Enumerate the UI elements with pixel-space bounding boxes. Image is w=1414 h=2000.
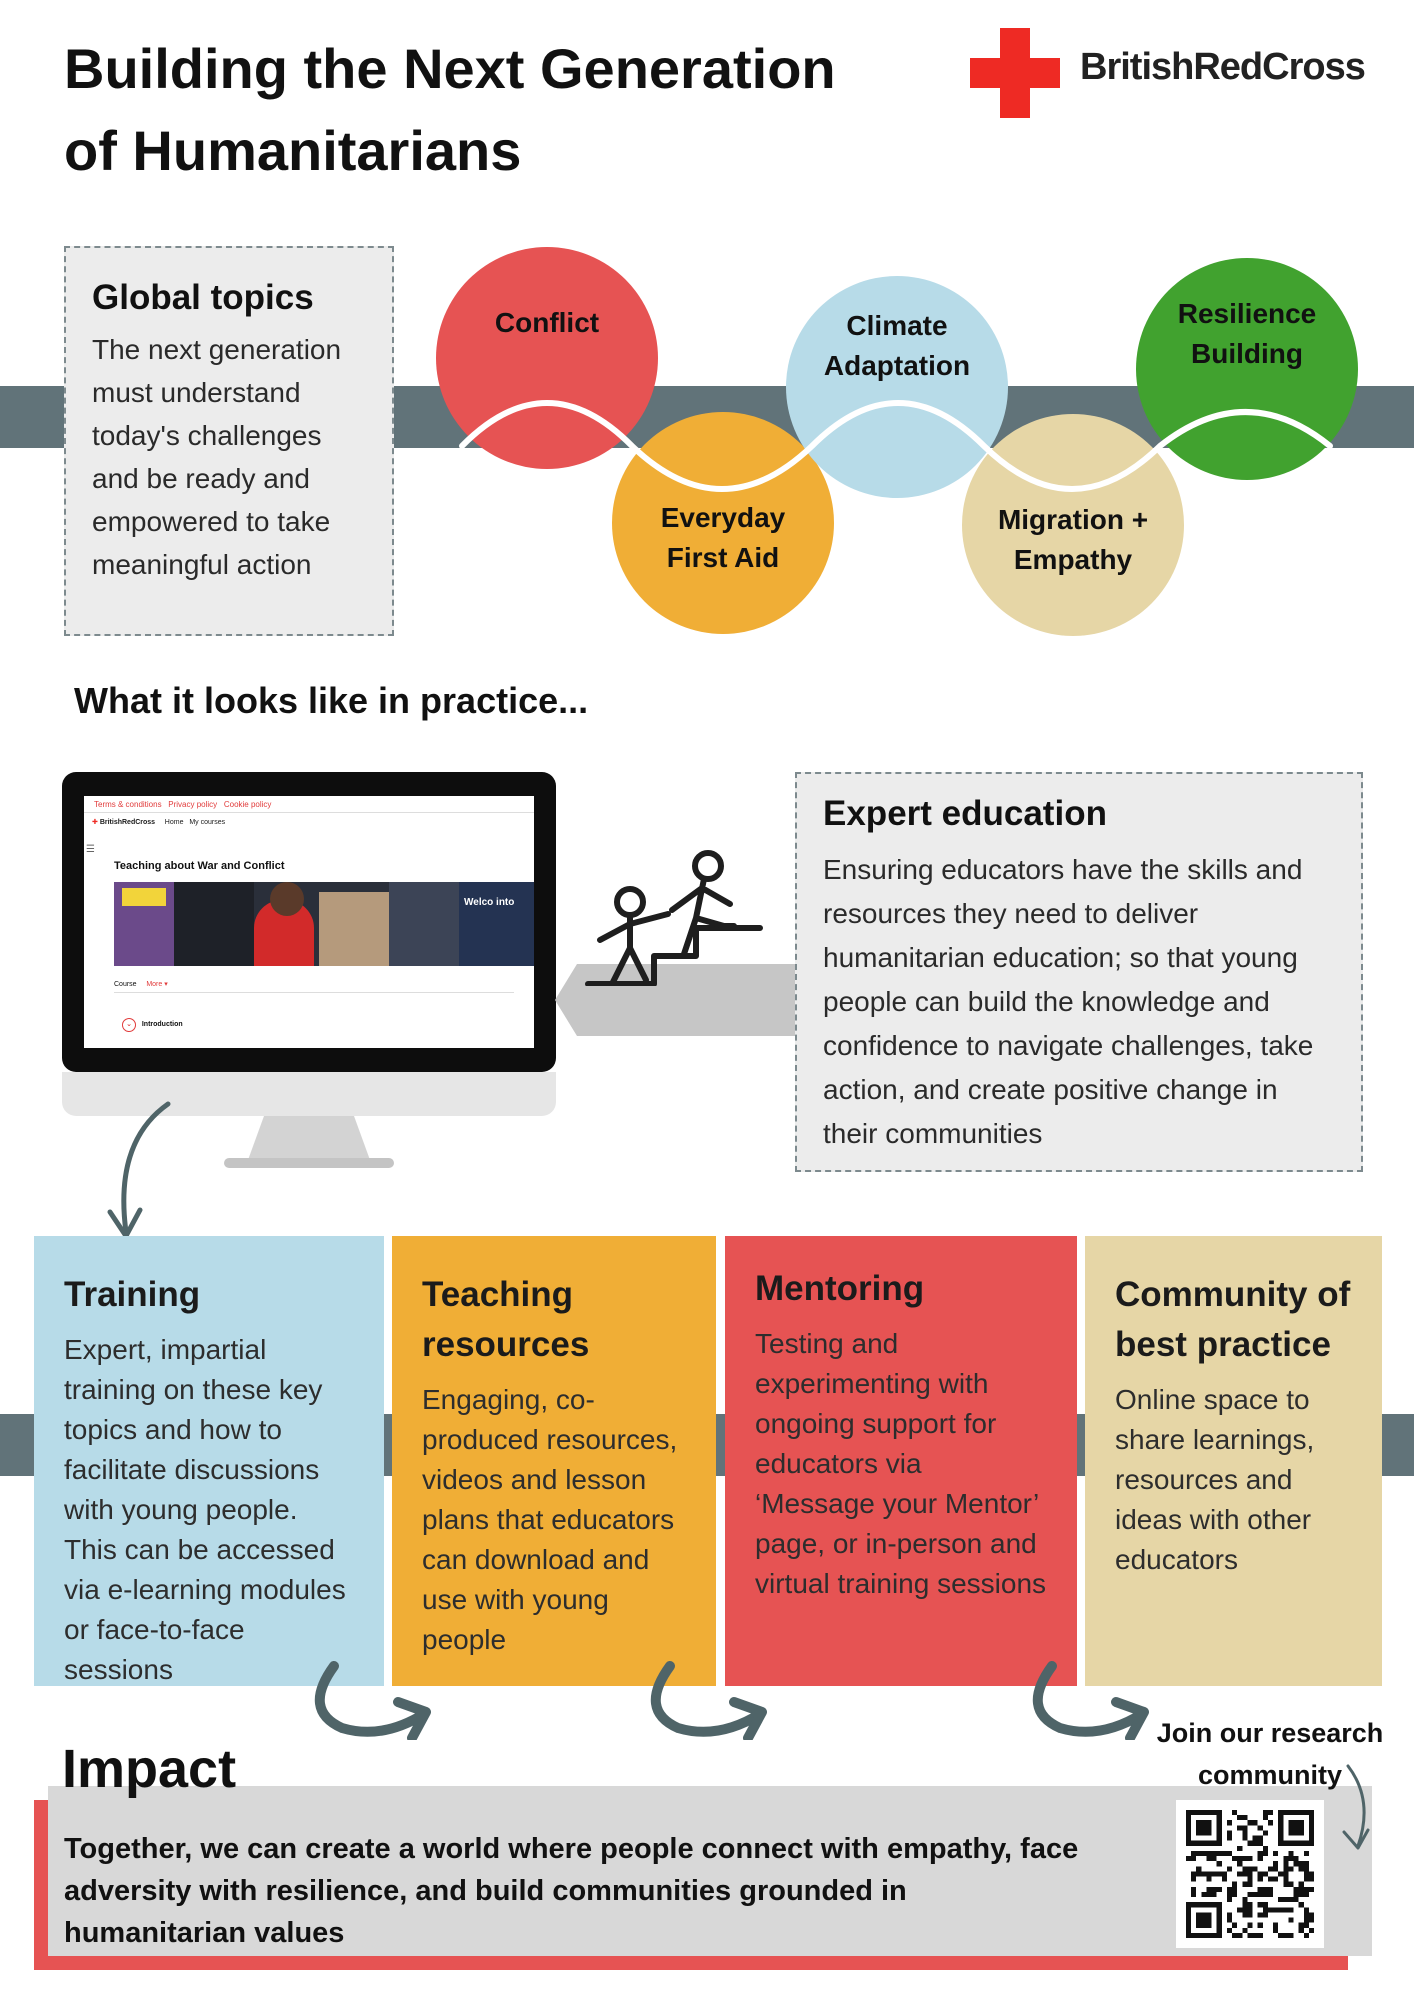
global-topics-box: Global topics The next generation must u… — [64, 246, 394, 636]
topic-resilience-building: Resilience Building — [1136, 258, 1358, 480]
screen-navbar: ✚ BritishRedCross Home My courses — [92, 818, 225, 826]
title-line-2: of Humanitarians — [64, 119, 522, 182]
impact-heading: Impact — [62, 1739, 237, 1799]
monitor-stand — [224, 1116, 394, 1168]
screen-course-title: Teaching about War and Conflict — [114, 860, 285, 872]
page-title: Building the Next Generation of Humanita… — [64, 28, 924, 192]
topic-migration-empathy: Migration + Empathy — [962, 414, 1184, 636]
banner-boxes — [319, 892, 389, 966]
screen-divider — [84, 812, 534, 813]
topic-climate-adaptation: Climate Adaptation — [786, 276, 1008, 498]
banner-poster-sign — [122, 888, 166, 906]
chevron-down-icon: ⌄ — [122, 1018, 136, 1032]
title-line-1: Building the Next Generation — [64, 37, 836, 100]
red-cross-icon — [970, 28, 1060, 118]
brand-name: BritishRedCross — [1080, 46, 1366, 88]
impact-body: Together, we can create a world where pe… — [64, 1833, 1079, 1949]
card-community: Community of best practice Online space … — [1085, 1236, 1382, 1686]
qr-code-container[interactable] — [1176, 1800, 1324, 1948]
card-teaching-body: Engaging, co-produced resources, videos … — [422, 1384, 678, 1655]
link-terms[interactable]: Terms & conditions — [94, 800, 162, 809]
card-teaching-resources: Teaching resources Engaging, co-produced… — [392, 1236, 716, 1686]
small-curved-arrow-icon — [1342, 1764, 1370, 1850]
screen-tabs: Course More ▾ — [114, 980, 168, 988]
global-topics-heading: Global topics — [92, 278, 314, 317]
research-community-label: Join our research community — [1156, 1718, 1384, 1790]
curved-arrow-down-icon — [107, 1101, 171, 1239]
card-mentoring: Mentoring Testing and experimenting with… — [725, 1236, 1077, 1686]
practice-heading: What it looks like in practice... — [74, 680, 589, 721]
banner-welcome-panel — [459, 882, 534, 966]
british-red-cross-logo: BritishRedCross — [970, 28, 1390, 118]
link-cookie[interactable]: Cookie policy — [223, 800, 272, 809]
curly-arrow-icon-1 — [314, 1661, 431, 1740]
card-mentoring-heading: Mentoring — [755, 1269, 925, 1308]
banner-dark — [174, 882, 254, 966]
card-community-heading: Community of best practice — [1115, 1275, 1351, 1364]
topic-everyday-first-aid: Everyday First Aid — [612, 412, 834, 634]
helping-hand-icon — [585, 850, 763, 986]
screen-footer-links: Terms & conditions Privacy policy Cookie… — [94, 800, 271, 809]
screen-tabs-divider — [114, 992, 514, 993]
banner-welcome-text: Welco into — [464, 897, 515, 908]
screen-section[interactable]: ⌄ Introduction — [122, 1018, 183, 1032]
impact-panel — [48, 1786, 1372, 1956]
screen-tab-course[interactable]: Course — [114, 981, 137, 988]
screen-cross-icon: ✚ — [92, 819, 98, 826]
banner-person-head — [270, 882, 304, 916]
curly-arrow-icon-2 — [650, 1661, 767, 1740]
expert-education-body: Ensuring educators have the skills and r… — [823, 854, 1314, 1149]
card-training: Training Expert, impartial training on t… — [34, 1236, 384, 1686]
screen-banner: Welco into — [114, 882, 534, 966]
card-training-heading: Training — [64, 1275, 201, 1314]
card-mentoring-body: Testing and experimenting with ongoing s… — [755, 1328, 1047, 1599]
card-teaching-heading: Teaching resources — [422, 1275, 590, 1364]
screen-menu-icon[interactable]: ☰ — [86, 844, 95, 855]
screen-nav-home[interactable]: Home — [164, 819, 184, 826]
screen-tab-more[interactable]: More ▾ — [146, 981, 168, 988]
banner-background — [389, 882, 459, 966]
topics-wave — [459, 400, 1333, 492]
card-community-body: Online space to share learnings, resourc… — [1115, 1384, 1315, 1575]
monitor-chin — [62, 1072, 556, 1116]
screen-nav-courses[interactable]: My courses — [189, 819, 226, 826]
qr-code-icon — [1186, 1810, 1314, 1938]
monitor-screen: Terms & conditions Privacy policy Cookie… — [84, 796, 534, 1048]
expert-education-heading: Expert education — [823, 794, 1107, 833]
global-topics-body: The next generation must understand toda… — [92, 334, 342, 580]
screen-brand: BritishRedCross — [99, 819, 156, 826]
expert-education-box: Expert education Ensuring educators have… — [795, 772, 1363, 1172]
curly-arrow-icon-3 — [1032, 1661, 1149, 1740]
card-training-body: Expert, impartial training on these key … — [64, 1334, 346, 1685]
link-privacy[interactable]: Privacy policy — [168, 800, 218, 809]
